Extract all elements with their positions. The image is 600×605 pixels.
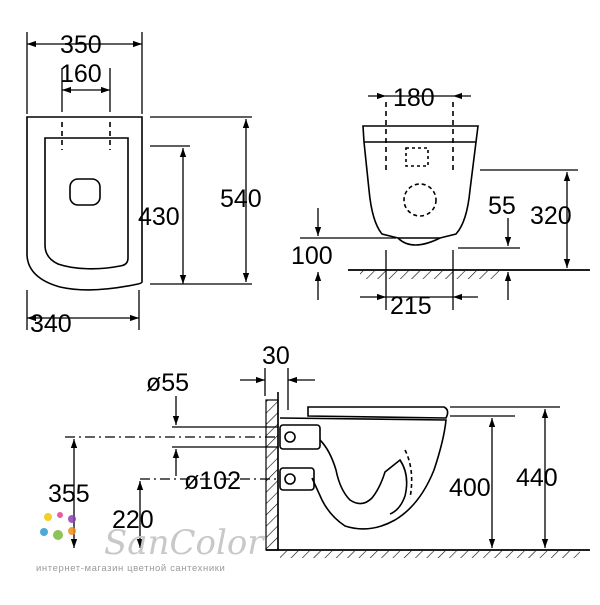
top-view-outlet-hole xyxy=(69,178,101,206)
watermark-dot xyxy=(68,527,76,535)
dim-seat-height: 440 xyxy=(516,464,558,492)
dim-fixing-spacing-rear: 180 xyxy=(393,84,435,112)
dim-width-bottom: 340 xyxy=(30,310,72,338)
dim-outlet-diameter: ø102 xyxy=(184,467,241,495)
dim-length-overall: 540 xyxy=(220,185,262,213)
top-view-dimension-lines xyxy=(26,32,252,330)
watermark-dot xyxy=(44,513,52,521)
side-view-dimension-lines xyxy=(65,368,560,548)
dim-outlet-height: 220 xyxy=(112,506,154,534)
dim-fixing-spacing-top: 160 xyxy=(60,60,102,88)
side-view-trap xyxy=(319,439,408,515)
dim-depth-to-fixing: 430 xyxy=(138,203,180,231)
rear-view-outlet xyxy=(397,237,441,246)
watermark-dot xyxy=(68,515,76,523)
side-view-outlet-spigot xyxy=(279,467,315,491)
dim-outlet-offset: 55 xyxy=(488,192,516,220)
side-view-bowl-outline xyxy=(279,417,447,530)
watermark-brand: SanColor xyxy=(104,523,265,563)
dim-inlet-height: 355 xyxy=(48,480,90,508)
watermark-dot xyxy=(40,528,48,536)
top-view xyxy=(26,116,143,291)
dim-width-overall: 350 xyxy=(60,31,102,59)
watermark: SanColor интернет-магазин цветной сантех… xyxy=(36,512,265,574)
dim-outlet-width: 215 xyxy=(390,292,432,320)
dim-inlet-diameter: ø55 xyxy=(146,369,189,397)
top-view-seat-inner xyxy=(44,137,129,270)
side-view-bowl xyxy=(279,406,449,530)
rear-view-floor xyxy=(348,269,590,279)
dim-floor-clearance: 100 xyxy=(291,242,333,270)
rear-view-dimension-lines xyxy=(300,92,578,310)
dim-wall-gap: 30 xyxy=(262,342,290,370)
side-view-inlet-spigot xyxy=(279,424,321,450)
side-view-seat xyxy=(307,406,449,419)
rear-view xyxy=(362,102,479,246)
watermark-dot xyxy=(57,512,63,518)
dim-bowl-height: 400 xyxy=(449,474,491,502)
dim-fixing-height: 320 xyxy=(530,202,572,230)
watermark-tagline: интернет-магазин цветной сантехники xyxy=(36,563,225,574)
watermark-dots xyxy=(40,512,76,540)
watermark-dot xyxy=(53,530,63,540)
top-view-outline xyxy=(26,116,143,291)
